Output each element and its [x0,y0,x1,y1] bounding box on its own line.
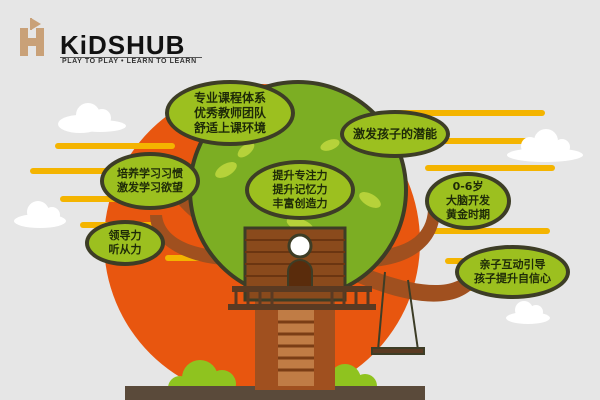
bubble-brain: 0-6岁 大脑开发 黄金时期 [425,172,511,230]
brand-divider [60,57,202,58]
brand-tagline: PLAY TO PLAY • LEARN TO LEARN [62,58,197,65]
bubble-leadership: 领导力 听从力 [85,220,165,266]
bubble-parent-child: 亲子互动引导 孩子提升自信心 [455,245,570,299]
cloud-left [14,201,66,228]
cloud-bottom-right [506,301,550,324]
round-window [287,233,313,259]
bubble-curriculum: 专业课程体系 优秀教师团队 舒适上课环境 [165,80,295,146]
bubble-habits: 培养学习习惯 激发学习欲望 [100,152,200,210]
ground [125,386,425,400]
bubble-focus: 提升专注力 提升记忆力 丰富创造力 [245,160,355,220]
bubble-potential: 激发孩子的潜能 [340,110,450,158]
tree-house [228,226,376,310]
ladder [278,310,314,386]
house-door [287,259,313,289]
kidshub-logo-mark [20,18,44,56]
brand-name: KiDSHUB [60,30,186,60]
swing [371,271,425,355]
cloud-top-left [58,103,126,133]
cloud-right [507,129,583,162]
